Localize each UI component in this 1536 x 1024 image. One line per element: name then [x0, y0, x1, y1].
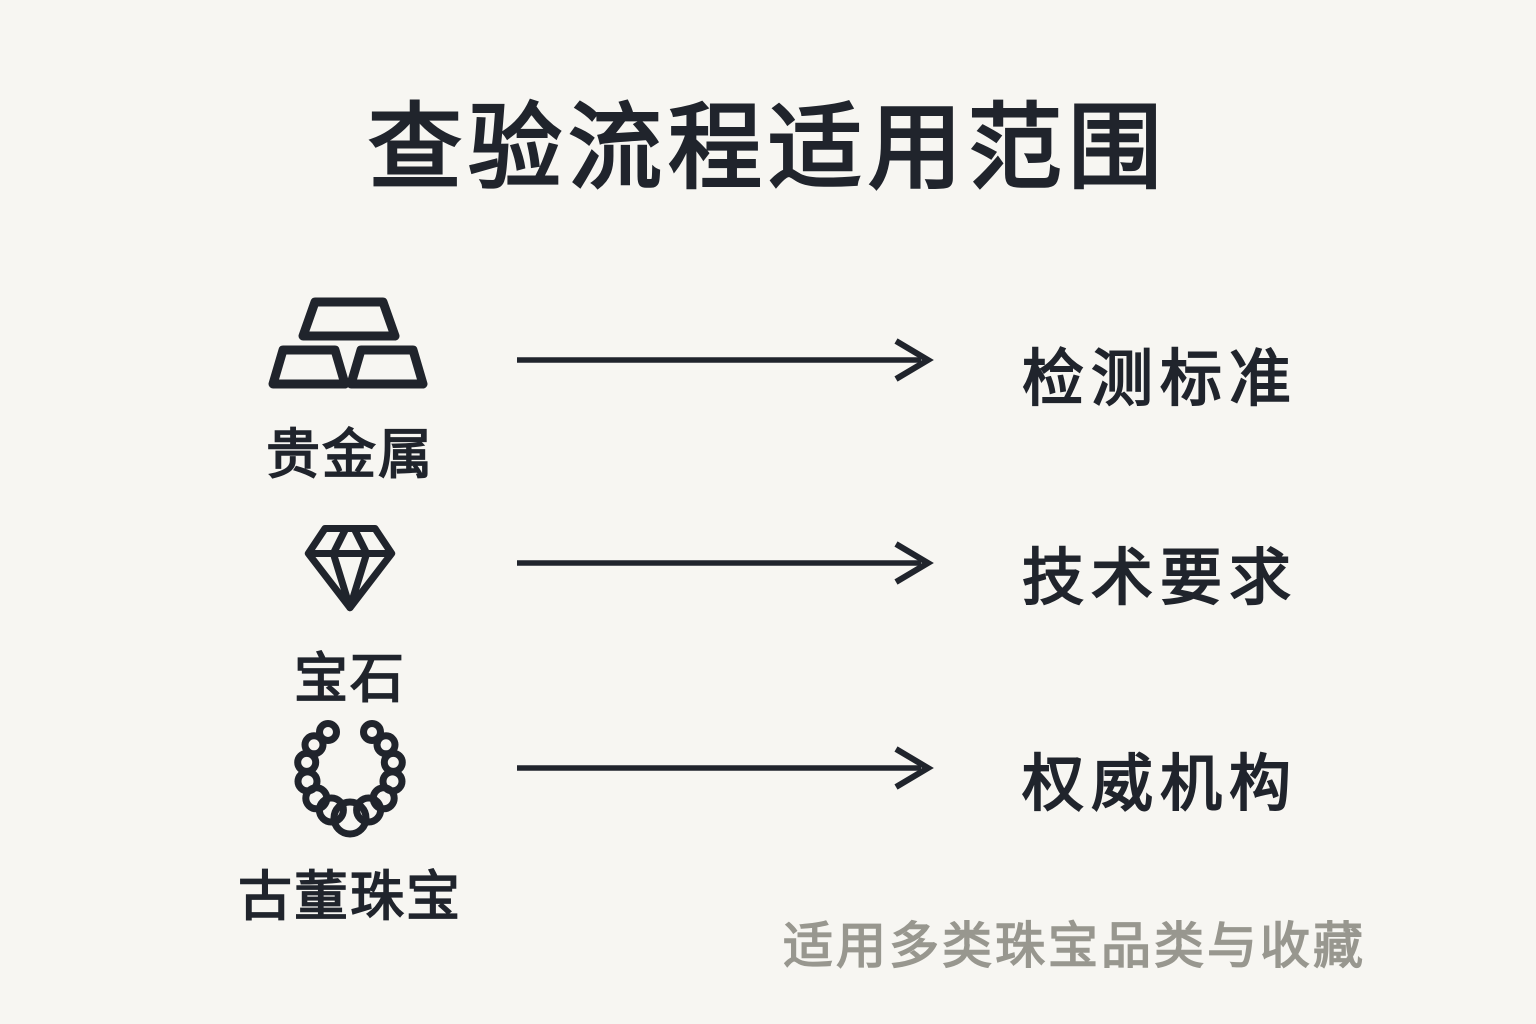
diamond-icon	[288, 516, 412, 616]
row-label-precious-metals: 贵金属	[266, 425, 434, 485]
arrow-icon	[515, 539, 935, 587]
necklace-icon	[280, 720, 420, 842]
row-result-testing-standards: 检测标准	[1022, 345, 1299, 414]
gold-bars-icon	[263, 297, 433, 389]
row-label-antique-jewelry: 古董珠宝	[238, 867, 462, 927]
row-result-technical-requirements: 技术要求	[1022, 544, 1299, 613]
row-result-authoritative-institutions: 权威机构	[1022, 750, 1299, 819]
page-title: 查验流程适用范围	[367, 95, 1168, 200]
arrow-icon	[515, 744, 935, 792]
arrow-icon	[515, 336, 935, 384]
row-label-gemstones: 宝石	[294, 649, 406, 709]
footer-caption: 适用多类珠宝品类与收藏	[783, 918, 1366, 974]
